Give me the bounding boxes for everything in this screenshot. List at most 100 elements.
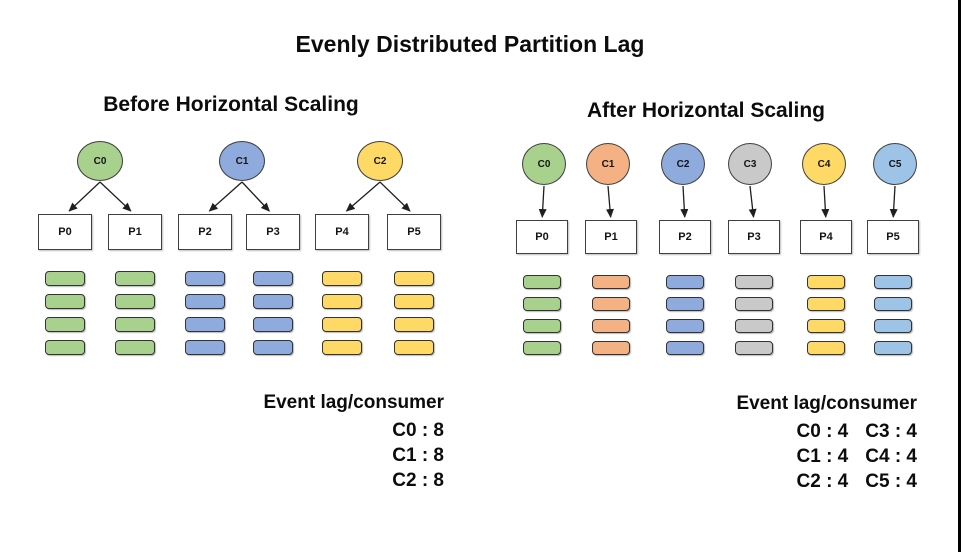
after-event-P0-1: [523, 275, 561, 289]
before-arrow-C1-to-P2: [208, 181, 243, 212]
before-event-P3-1: [253, 271, 293, 286]
before-lag-row: C0 : 8: [184, 418, 444, 443]
after-arrow-C5-to-P5: [889, 185, 898, 218]
after-event-P4-4: [807, 341, 845, 355]
after-event-P3-1: [735, 275, 773, 289]
lag-value: C0 : 8: [392, 420, 444, 441]
before-event-P3-2: [253, 294, 293, 309]
before-lag-row: C2 : 8: [184, 468, 444, 493]
after-partition-P0: P0: [516, 220, 568, 254]
after-event-P1-2: [592, 297, 630, 311]
after-lag-header: Event lag/consumer: [736, 393, 917, 414]
after-panel-header: After Horizontal Scaling: [586, 99, 826, 122]
before-partition-P5: P5: [387, 214, 441, 250]
after-lag-rows: C0 : 4 C3 : 4 C1 : 4 C4 : 4 C2 : 4 C5 : 4: [657, 419, 918, 494]
after-consumer-C3: C3: [728, 143, 772, 185]
after-lag-row: C0 : 4 C3 : 4: [657, 419, 918, 444]
before-consumer-C0: C0: [77, 141, 123, 181]
after-arrow-C2-to-P2: [680, 185, 689, 218]
before-lag-rows: C0 : 8 C1 : 8 C2 : 8: [184, 418, 444, 493]
before-panel-header: Before Horizontal Scaling: [103, 93, 359, 116]
before-partition-P0: P0: [38, 214, 92, 250]
before-event-P0-4: [45, 340, 85, 355]
after-event-P2-3: [666, 319, 704, 333]
after-event-P2-2: [666, 297, 704, 311]
after-consumer-C0: C0: [522, 143, 566, 185]
after-lag-row: C2 : 4 C5 : 4: [657, 469, 918, 494]
after-event-P2-1: [666, 275, 704, 289]
lag-value: C2 : 8: [392, 470, 444, 491]
after-arrow-C3-to-P3: [748, 185, 757, 218]
after-consumer-C1: C1: [586, 143, 630, 185]
before-event-P3-4: [253, 340, 293, 355]
after-event-P5-3: [874, 319, 912, 333]
before-partition-P2: P2: [178, 214, 232, 250]
after-partition-P4: P4: [800, 220, 852, 254]
lag-value: C1 : 4: [796, 446, 849, 467]
after-consumer-C2: C2: [661, 143, 705, 185]
before-event-P5-3: [394, 317, 434, 332]
after-arrow-C0-to-P0: [538, 185, 547, 218]
after-partition-P5: P5: [867, 220, 919, 254]
after-event-P3-3: [735, 319, 773, 333]
after-event-P5-4: [874, 341, 912, 355]
before-event-P5-2: [394, 294, 434, 309]
after-event-P0-3: [523, 319, 561, 333]
before-event-P1-4: [115, 340, 155, 355]
before-event-P0-1: [45, 271, 85, 286]
lag-value: C2 : 4: [796, 471, 849, 492]
after-lag-summary: Event lag/consumer C0 : 4 C3 : 4 C1 : 4 C4 …: [657, 392, 917, 494]
before-arrow-C0-to-P1: [99, 181, 132, 212]
before-partition-P1: P1: [108, 214, 162, 250]
before-event-P1-3: [115, 317, 155, 332]
before-partition-P3: P3: [246, 214, 300, 250]
before-arrow-C2-to-P5: [379, 181, 411, 212]
before-lag-header: Event lag/consumer: [263, 392, 444, 413]
before-event-P5-1: [394, 271, 434, 286]
after-event-P3-2: [735, 297, 773, 311]
before-event-P0-3: [45, 317, 85, 332]
after-event-P5-2: [874, 297, 912, 311]
after-arrow-C4-to-P4: [821, 185, 830, 218]
after-consumer-C4: C4: [802, 143, 846, 185]
after-event-P4-3: [807, 319, 845, 333]
after-arrow-C1-to-P1: [605, 185, 614, 218]
after-event-P4-1: [807, 275, 845, 289]
after-event-P3-4: [735, 341, 773, 355]
before-partition-P4: P4: [315, 214, 369, 250]
diagram-title: Evenly Distributed Partition Lag: [295, 31, 645, 57]
after-event-P5-1: [874, 275, 912, 289]
after-partition-P1: P1: [585, 220, 637, 254]
before-event-P2-4: [185, 340, 225, 355]
before-event-P4-4: [322, 340, 362, 355]
before-event-P4-3: [322, 317, 362, 332]
before-lag-summary: Event lag/consumer C0 : 8 C1 : 8 C2 : 8: [184, 391, 444, 493]
lag-value: C4 : 4: [865, 446, 917, 467]
lag-value: C1 : 8: [392, 445, 444, 466]
before-event-P4-1: [322, 271, 362, 286]
after-event-P0-2: [523, 297, 561, 311]
before-event-P0-2: [45, 294, 85, 309]
before-consumer-C1: C1: [219, 141, 265, 181]
before-event-P5-4: [394, 340, 434, 355]
lag-value: C3 : 4: [865, 421, 917, 442]
after-consumer-C5: C5: [873, 143, 917, 185]
after-event-P2-4: [666, 341, 704, 355]
after-partition-P2: P2: [659, 220, 711, 254]
before-lag-row: C1 : 8: [184, 443, 444, 468]
before-arrow-C1-to-P3: [241, 181, 270, 212]
after-event-P4-2: [807, 297, 845, 311]
before-event-P2-3: [185, 317, 225, 332]
before-event-P1-1: [115, 271, 155, 286]
lag-value: C5 : 4: [865, 471, 917, 492]
lag-value: C0 : 4: [796, 421, 849, 442]
before-consumer-C2: C2: [357, 141, 403, 181]
before-arrow-C0-to-P0: [68, 181, 101, 212]
after-event-P1-1: [592, 275, 630, 289]
after-event-P1-3: [592, 319, 630, 333]
right-edge-divider: [958, 0, 961, 552]
before-event-P2-2: [185, 294, 225, 309]
after-event-P1-4: [592, 341, 630, 355]
